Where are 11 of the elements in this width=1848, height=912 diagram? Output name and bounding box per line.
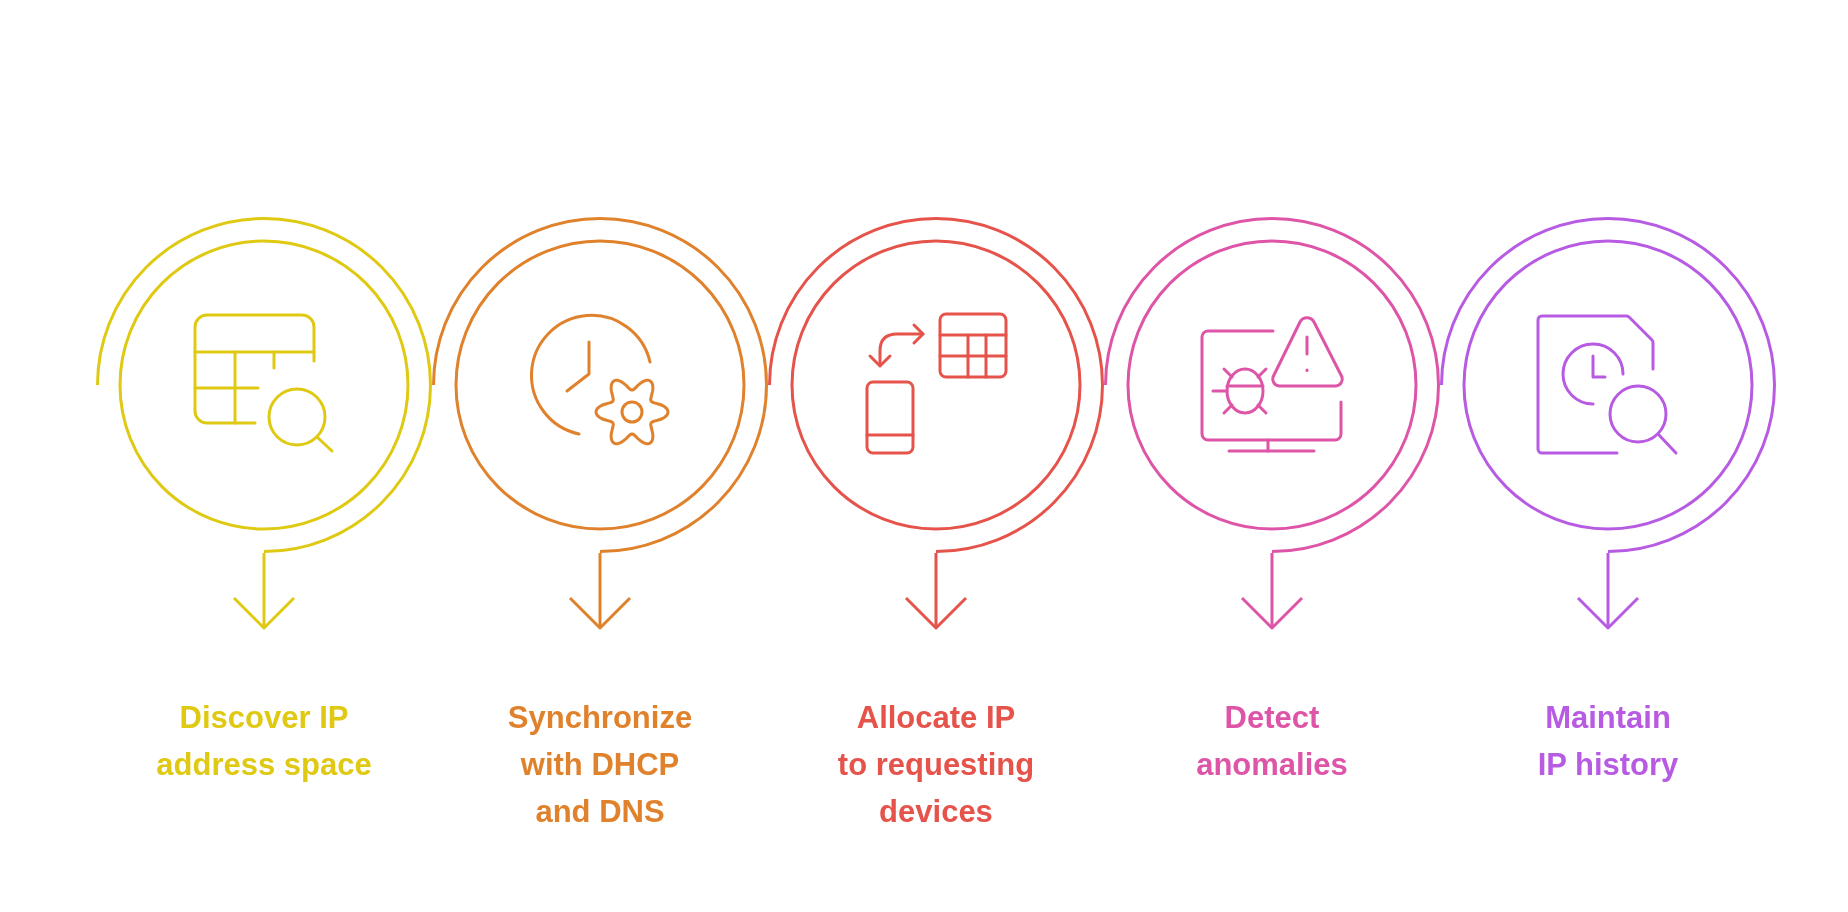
arrow — [568, 553, 632, 630]
arrow — [232, 553, 296, 630]
arrow — [1240, 553, 1304, 630]
step-ring — [96, 217, 432, 553]
step-label: Maintain IP history — [1483, 628, 1733, 788]
arrow — [1576, 553, 1640, 630]
step-label: Detect anomalies — [1147, 628, 1397, 788]
arrow — [904, 553, 968, 630]
step-label: Discover IP address space — [139, 628, 389, 788]
step-label: Allocate IP to requesting devices — [811, 628, 1061, 835]
step-label: Synchronize with DHCP and DNS — [475, 628, 725, 835]
